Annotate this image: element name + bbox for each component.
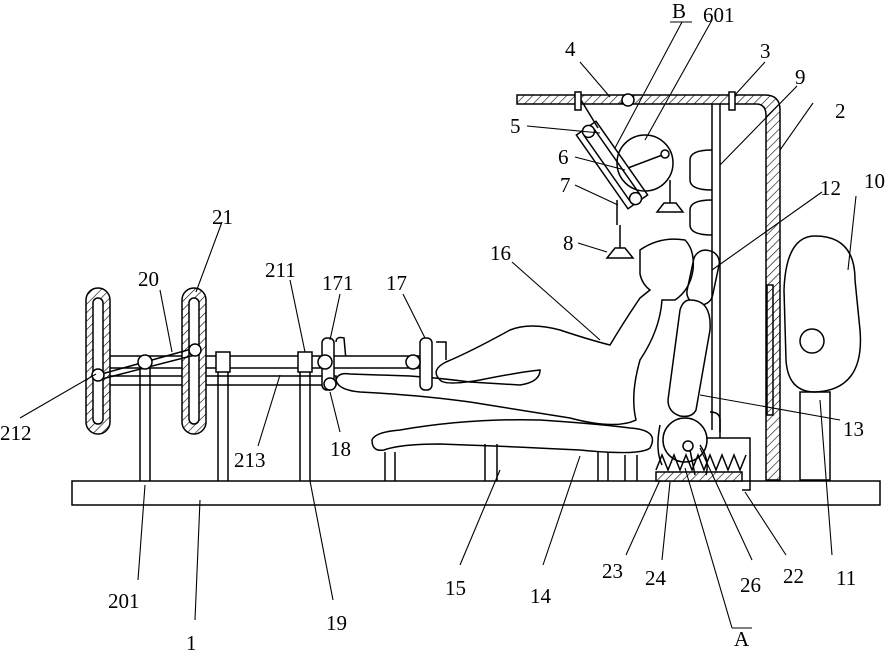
label-14: 14 <box>530 584 552 608</box>
label-7: 7 <box>560 173 571 197</box>
guide-rail <box>712 104 720 240</box>
label-211: 211 <box>265 258 296 282</box>
label-22: 22 <box>783 564 804 588</box>
label-2: 2 <box>835 99 846 123</box>
label-11: 11 <box>836 566 856 590</box>
label-24: 24 <box>645 566 667 590</box>
label-4: 4 <box>565 37 576 61</box>
massage-cup-left <box>607 248 633 258</box>
massage-cup-right <box>657 203 683 212</box>
label-9: 9 <box>795 65 806 89</box>
massage-base <box>656 472 742 481</box>
label-212: 212 <box>0 421 32 445</box>
label-A: A <box>734 627 750 651</box>
bracket-4 <box>575 92 581 110</box>
leader-lines <box>20 20 856 628</box>
slider-11 <box>767 285 773 415</box>
label-26: 26 <box>740 573 761 597</box>
foot-pedal-17 <box>420 338 432 390</box>
label-171: 171 <box>322 271 354 295</box>
label-3: 3 <box>760 39 771 63</box>
roller <box>663 418 707 462</box>
label-20: 20 <box>138 267 159 291</box>
patient-figure <box>336 239 693 424</box>
label-21: 21 <box>212 205 233 229</box>
bracket-3 <box>729 92 735 110</box>
base-plate <box>72 481 880 505</box>
headrest <box>685 248 722 307</box>
label-12: 12 <box>820 176 841 200</box>
label-201: 201 <box>108 589 140 613</box>
label-6: 6 <box>558 145 569 169</box>
label-18: 18 <box>330 437 351 461</box>
label-15: 15 <box>445 576 466 600</box>
label-10: 10 <box>864 169 885 193</box>
label-1: 1 <box>186 631 197 655</box>
spring <box>656 455 746 470</box>
backrest <box>668 300 710 416</box>
label-16: 16 <box>490 241 511 265</box>
label-B: B <box>672 0 686 23</box>
label-5: 5 <box>510 114 521 138</box>
label-23: 23 <box>602 559 623 583</box>
label-8: 8 <box>563 231 574 255</box>
label-13: 13 <box>843 417 864 441</box>
label-601: 601 <box>703 3 735 27</box>
label-17: 17 <box>386 271 407 295</box>
rail-loops <box>690 150 712 235</box>
label-19: 19 <box>326 611 347 635</box>
label-213: 213 <box>234 448 266 472</box>
